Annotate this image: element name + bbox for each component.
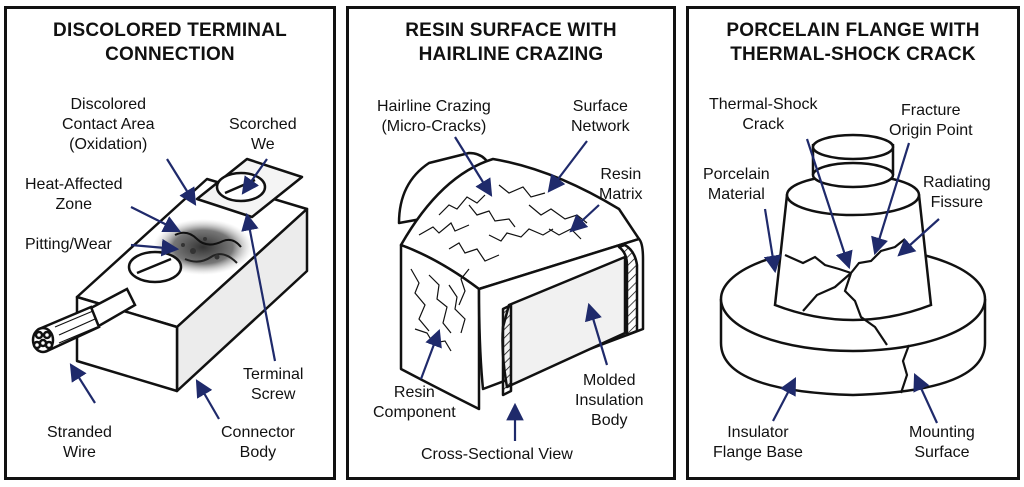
thermal-crack <box>784 238 911 394</box>
label-thermal-shock-crack: Thermal-Shock Crack <box>709 96 818 133</box>
stranded-wire <box>31 287 137 354</box>
label-porcelain-material: Porcelain Material <box>703 166 770 203</box>
resin-illustration <box>397 136 645 441</box>
label-cross-sectional-view: Cross-Sectional View <box>421 446 573 463</box>
label-terminal-screw: Terminal Screw <box>243 366 304 403</box>
label-molded-insulation-body: Molded Insulation Body <box>575 372 644 429</box>
label-radiating-fissure: Radiating Fissure <box>923 174 991 211</box>
label-mounting-surface: Mounting Surface <box>909 424 975 461</box>
porcelain-body <box>773 133 933 322</box>
label-insulator-flange-base: Insulator Flange Base <box>713 424 803 461</box>
callout-arrows <box>419 136 609 441</box>
terminal-illustration <box>31 157 309 420</box>
panel-porcelain-flange: PORCELAIN FLANGE WITH THERMAL-SHOCK CRAC… <box>686 6 1020 480</box>
callout-arrows <box>69 158 277 420</box>
label-heat-affected-zone: Heat-Affected Zone <box>25 176 123 213</box>
label-stranded-wire: Stranded Wire <box>47 424 112 461</box>
panel-title: RESIN SURFACE WITH HAIRLINE CRAZING <box>405 20 617 65</box>
label-connector-body: Connector Body <box>221 424 295 461</box>
label-scorched: Scorched We <box>229 116 297 153</box>
label-resin-matrix: Resin Matrix <box>599 166 643 203</box>
label-resin-component: Resin Component <box>373 384 456 421</box>
back-screw <box>215 171 267 203</box>
label-pitting: Pitting/Wear <box>25 236 112 253</box>
panel-title: DISCOLORED TERMINAL CONNECTION <box>53 20 287 65</box>
panel-resin-surface: RESIN SURFACE WITH HAIRLINE CRAZING <box>346 6 676 480</box>
terminal-screw <box>127 250 183 284</box>
label-fracture-origin: Fracture Origin Point <box>889 102 973 139</box>
pitting-spots <box>181 237 220 260</box>
porcelain-illustration <box>719 133 987 424</box>
resin-block <box>397 151 645 411</box>
callout-arrows <box>763 138 940 424</box>
panel-title: PORCELAIN FLANGE WITH THERMAL-SHOCK CRAC… <box>726 20 980 65</box>
label-surface-network: Surface Network <box>571 98 630 135</box>
label-hairline-crazing: Hairline Crazing (Micro-Cracks) <box>377 98 491 135</box>
panel-terminal-connection: DISCOLORED TERMINAL CONNECTION <box>4 6 336 480</box>
label-discolored-contact: Discolored Contact Area (Oxidation) <box>62 96 155 153</box>
